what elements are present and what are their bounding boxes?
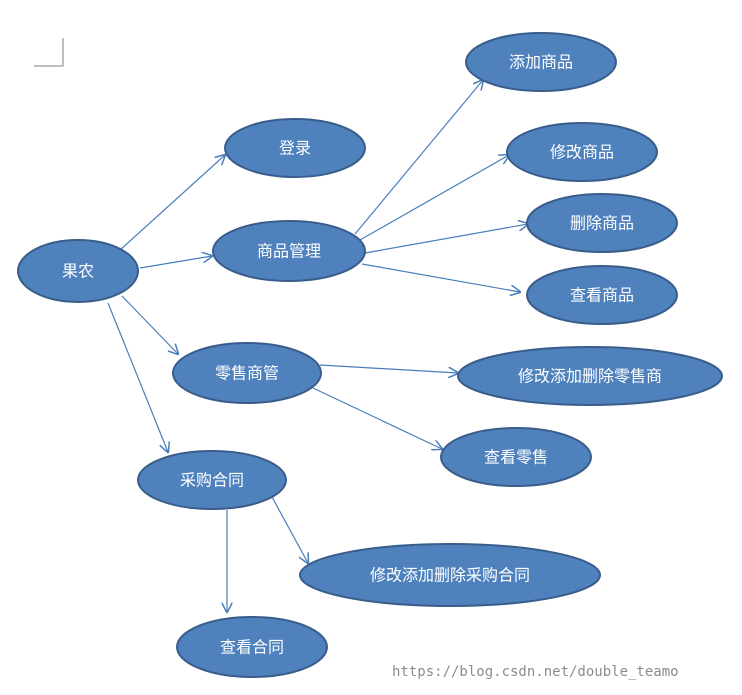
edge-farmer-purchase-contract — [107, 302, 168, 452]
edge-farmer-retailer-mgmt — [121, 295, 178, 354]
edge-farmer-product-mgmt — [139, 256, 212, 269]
edge-contract-edit — [271, 496, 308, 563]
node-login-label: 登录 — [279, 139, 311, 158]
node-delete-product-label: 删除商品 — [570, 214, 634, 233]
edges — [107, 80, 528, 612]
edge-retailer-view — [312, 387, 442, 449]
node-view-contract-label: 查看合同 — [220, 638, 284, 657]
node-farmer-label: 果农 — [62, 262, 94, 281]
node-edit-add-delete-contract: 修改添加删除采购合同 — [299, 543, 601, 607]
node-add-product: 添加商品 — [465, 32, 617, 92]
page-corner-mark — [34, 38, 64, 67]
node-retailer-mgmt-label: 零售商管 — [215, 364, 279, 383]
node-add-product-label: 添加商品 — [509, 53, 573, 72]
edge-farmer-login — [119, 155, 225, 251]
node-view-contract: 查看合同 — [176, 616, 328, 678]
node-edit-product: 修改商品 — [506, 122, 658, 182]
node-purchase-contract: 采购合同 — [137, 450, 287, 510]
node-edit-add-delete-contract-label: 修改添加删除采购合同 — [370, 566, 530, 585]
node-view-product: 查看商品 — [526, 265, 678, 325]
node-view-retail-label: 查看零售 — [484, 448, 548, 467]
node-delete-product: 删除商品 — [526, 193, 678, 253]
watermark: https://blog.csdn.net/double_teamo — [392, 664, 679, 680]
edge-product-delete — [364, 224, 528, 254]
node-farmer: 果农 — [17, 239, 139, 303]
node-edit-add-delete-retailer: 修改添加删除零售商 — [457, 346, 723, 406]
node-product-mgmt-label: 商品管理 — [257, 242, 321, 261]
edge-retailer-edit — [319, 364, 458, 373]
node-view-product-label: 查看商品 — [570, 286, 634, 305]
node-edit-product-label: 修改商品 — [550, 143, 614, 162]
node-retailer-mgmt: 零售商管 — [172, 342, 322, 404]
node-product-mgmt: 商品管理 — [212, 220, 366, 282]
edge-product-edit — [359, 155, 509, 241]
edge-product-add — [354, 80, 483, 235]
edge-product-view — [361, 263, 520, 292]
node-purchase-contract-label: 采购合同 — [180, 471, 244, 490]
node-edit-add-delete-retailer-label: 修改添加删除零售商 — [518, 367, 662, 386]
node-view-retail: 查看零售 — [440, 427, 592, 487]
node-login: 登录 — [224, 118, 366, 178]
